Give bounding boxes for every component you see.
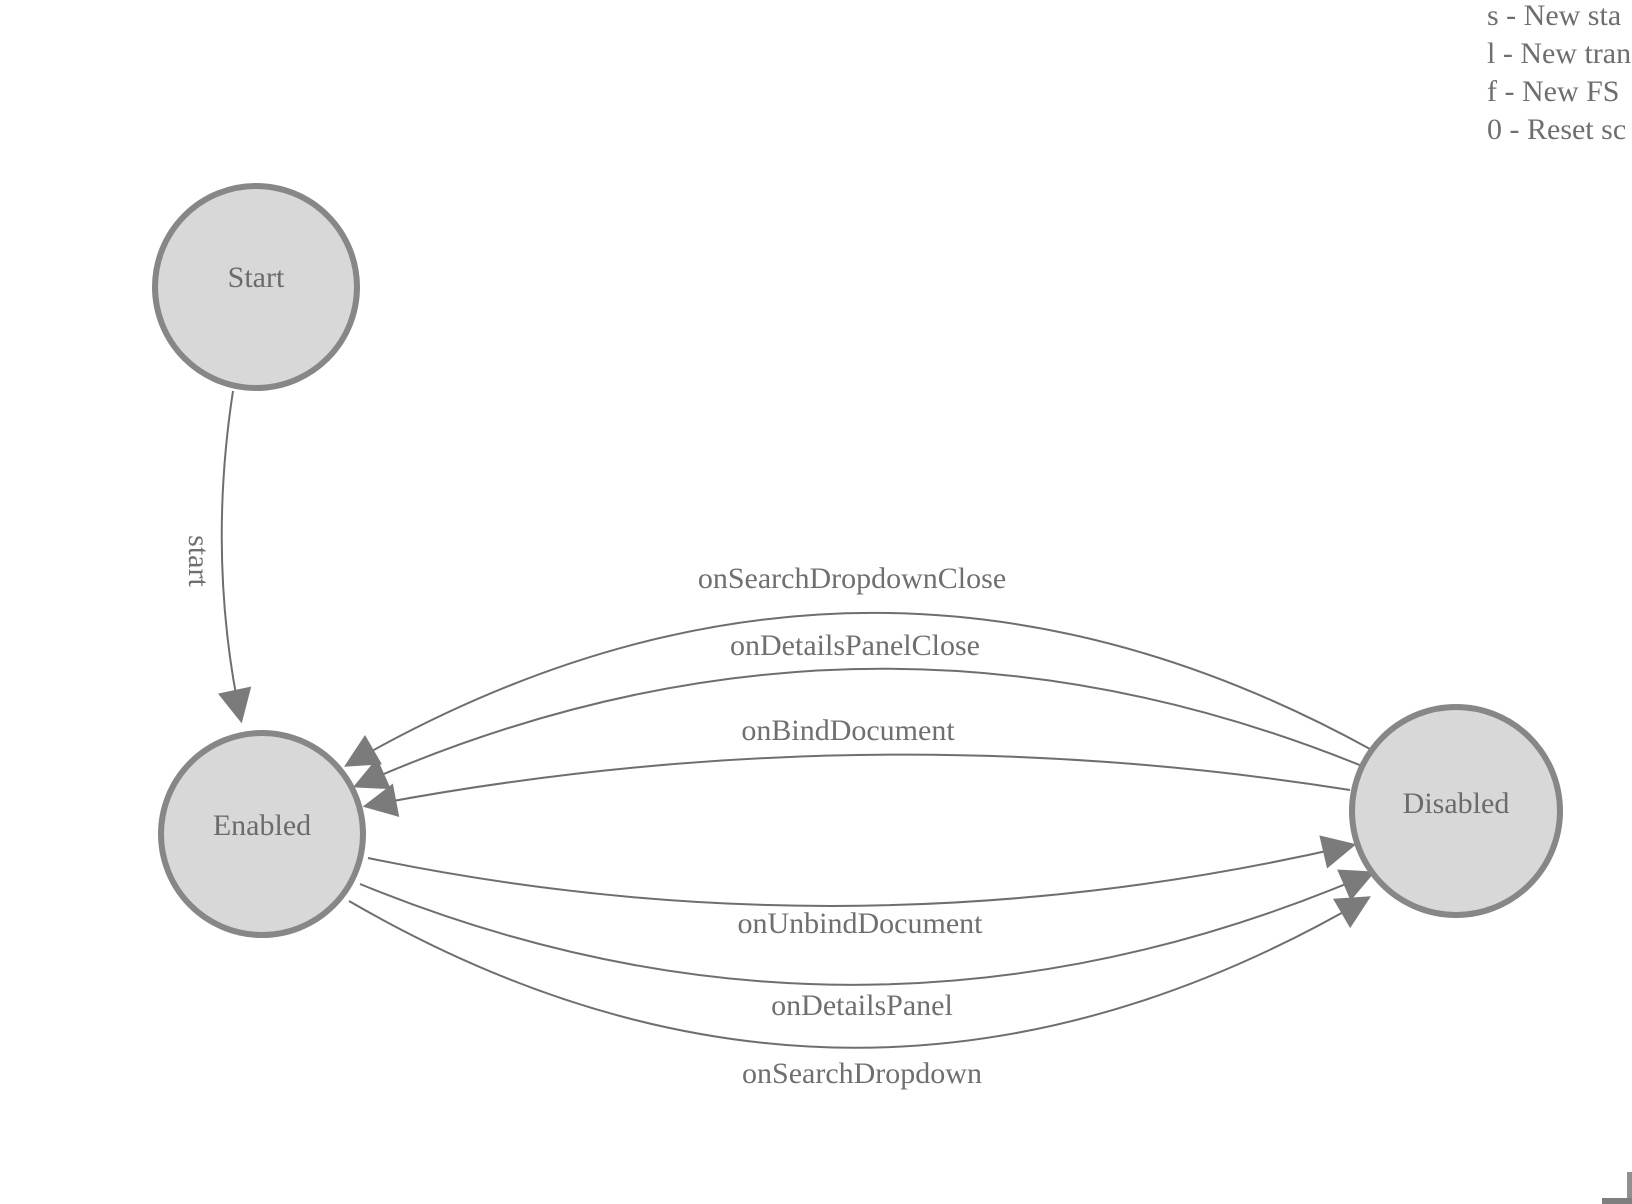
edge-path-ondetailspanelclose[interactable] bbox=[352, 667, 1363, 790]
edge-enabled-to-disabled-searchdropdown[interactable]: onSearchDropdown bbox=[348, 896, 1371, 1090]
state-circle-disabled[interactable] bbox=[1349, 704, 1563, 918]
legend-line-new-transition: l - New tran bbox=[1487, 37, 1632, 70]
edge-disabled-to-enabled-detailspanelclose[interactable]: onDetailsPanelClose bbox=[352, 629, 1363, 790]
edge-enabled-to-disabled-detailspanel[interactable]: onDetailsPanel bbox=[359, 869, 1376, 1022]
edge-disabled-to-enabled-binddocument[interactable]: onBindDocument bbox=[362, 714, 1351, 817]
bottom-right-corner-horizontal-bar bbox=[1602, 1198, 1632, 1204]
edge-label-ondetailspanelclose[interactable]: onDetailsPanelClose bbox=[730, 629, 980, 662]
state-label-enabled: Enabled bbox=[213, 809, 311, 842]
legend-line-new-state: s - New sta bbox=[1487, 0, 1622, 32]
edge-label-onbinddocument[interactable]: onBindDocument bbox=[741, 714, 955, 747]
edge-label-onsearchdropdownclose[interactable]: onSearchDropdownClose bbox=[698, 562, 1006, 595]
state-circle-enabled[interactable] bbox=[158, 730, 366, 938]
edge-path-onunbinddocument[interactable] bbox=[367, 835, 1357, 907]
bottom-right-corner-vertical-bar bbox=[1627, 1172, 1632, 1204]
edge-path-onsearchdropdown[interactable] bbox=[348, 896, 1371, 1049]
edge-path-start[interactable] bbox=[218, 390, 252, 724]
state-label-start: Start bbox=[228, 261, 285, 294]
edge-path-onbinddocument[interactable] bbox=[362, 753, 1351, 817]
edge-label-ondetailspanel[interactable]: onDetailsPanel bbox=[771, 989, 953, 1022]
edge-disabled-to-enabled-searchdropdownclose[interactable]: onSearchDropdownClose bbox=[344, 562, 1371, 767]
edge-label-start[interactable]: start bbox=[182, 535, 215, 587]
state-label-disabled: Disabled bbox=[1403, 787, 1510, 820]
edge-enabled-to-disabled-unbinddocument[interactable]: onUnbindDocument bbox=[367, 835, 1357, 940]
edge-path-ondetailspanel[interactable] bbox=[359, 869, 1376, 986]
state-node-disabled[interactable]: Disabled bbox=[1349, 704, 1563, 918]
state-node-start[interactable]: Start bbox=[152, 183, 360, 391]
shortcut-legend: s - New sta l - New tran f - New FS 0 - … bbox=[1487, 0, 1631, 149]
state-node-enabled[interactable]: Enabled bbox=[158, 730, 366, 938]
edge-label-onunbinddocument[interactable]: onUnbindDocument bbox=[738, 907, 984, 940]
state-circle-start[interactable] bbox=[152, 183, 360, 391]
edge-label-onsearchdropdown[interactable]: onSearchDropdown bbox=[742, 1057, 982, 1090]
edge-path-onsearchdropdownclose[interactable] bbox=[344, 612, 1371, 767]
legend-line-reset: 0 - Reset sc bbox=[1487, 113, 1627, 146]
edge-start-to-enabled[interactable]: start bbox=[182, 390, 252, 724]
legend-line-new-fsm: f - New FS bbox=[1487, 75, 1620, 108]
